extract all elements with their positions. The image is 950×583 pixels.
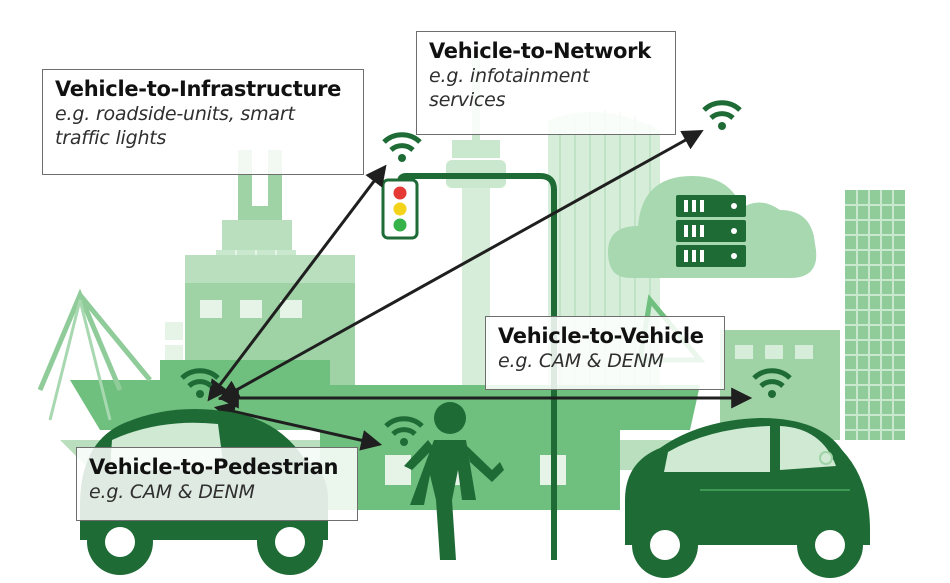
label-example: e.g. CAM & DENM	[498, 350, 664, 372]
label-vehicle-to-vehicle: Vehicle-to-Vehicle e.g. CAM & DENM	[485, 316, 725, 390]
label-example: e.g. infotainment services	[429, 65, 590, 111]
label-title: Vehicle-to-Infrastructure	[55, 77, 342, 101]
arrow-v2p	[213, 401, 383, 451]
label-title: Vehicle-to-Pedestrian	[89, 455, 339, 479]
wifi-icon	[702, 100, 742, 130]
label-example: e.g. CAM & DENM	[89, 481, 255, 503]
pedestrian-icon	[404, 402, 504, 560]
label-title: Vehicle-to-Network	[429, 39, 651, 63]
label-title: Vehicle-to-Vehicle	[498, 324, 704, 348]
label-example: e.g. roadside-units, smart traffic light…	[55, 103, 295, 149]
label-vehicle-to-infrastructure: Vehicle-to-Infrastructure e.g. roadside-…	[42, 69, 364, 175]
car-icon	[625, 418, 870, 578]
arrow-v2n	[218, 129, 704, 401]
wifi-icon	[752, 368, 792, 398]
label-vehicle-to-network: Vehicle-to-Network e.g. infotainment ser…	[416, 31, 676, 135]
server-icon	[676, 195, 746, 267]
label-vehicle-to-pedestrian: Vehicle-to-Pedestrian e.g. CAM & DENM	[76, 447, 358, 521]
wifi-icon	[382, 132, 422, 162]
communication-arrows	[207, 129, 753, 451]
wifi-icon	[180, 368, 220, 398]
wifi-icon	[384, 416, 424, 446]
